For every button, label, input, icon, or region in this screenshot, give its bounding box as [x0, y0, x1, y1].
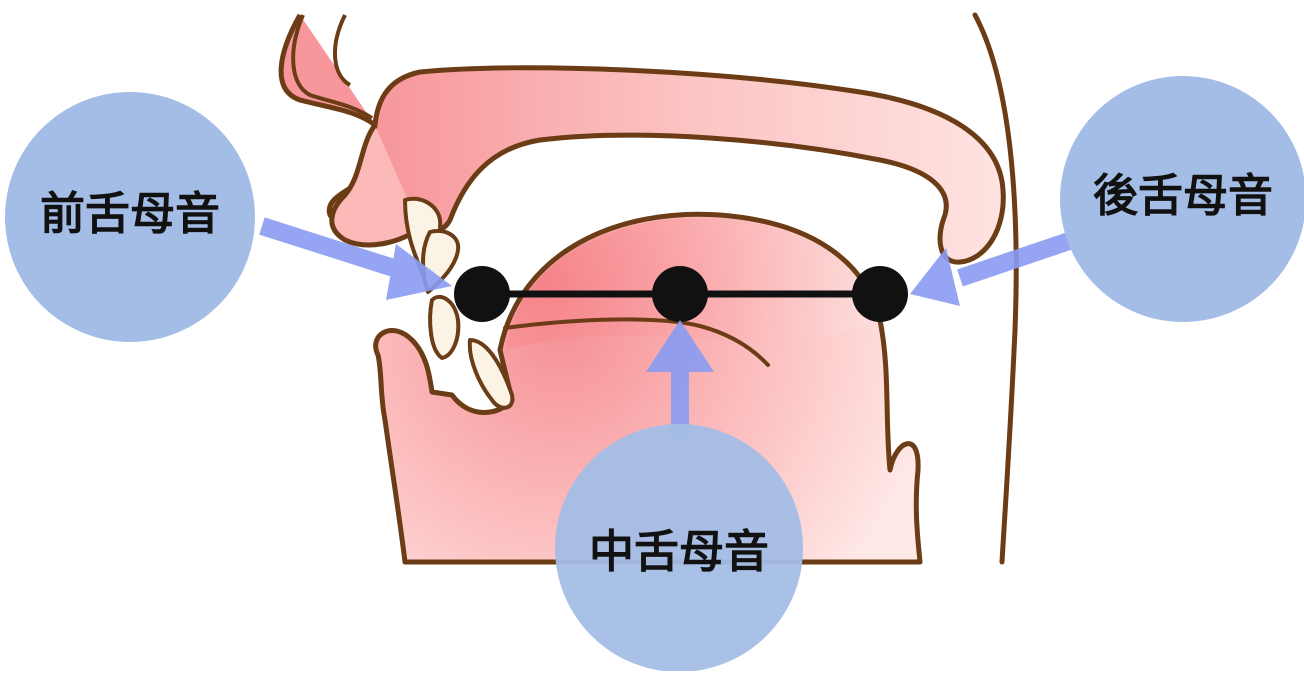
back-vowel-dot	[852, 266, 908, 322]
back-arrow	[910, 240, 1072, 306]
front-vowel-dot	[454, 266, 510, 322]
pharynx-wall	[975, 15, 1016, 562]
front-vowel-marker: 前舌母音	[5, 92, 255, 342]
front-vowel-label: 前舌母音	[40, 187, 220, 240]
central-vowel-label: 中舌母音	[589, 525, 769, 578]
back-vowel-label: 後舌母音	[1093, 169, 1273, 222]
central-vowel-dot	[652, 266, 708, 322]
central-vowel-marker: 中舌母音	[555, 424, 803, 671]
back-vowel-marker: 後舌母音	[1060, 76, 1304, 322]
